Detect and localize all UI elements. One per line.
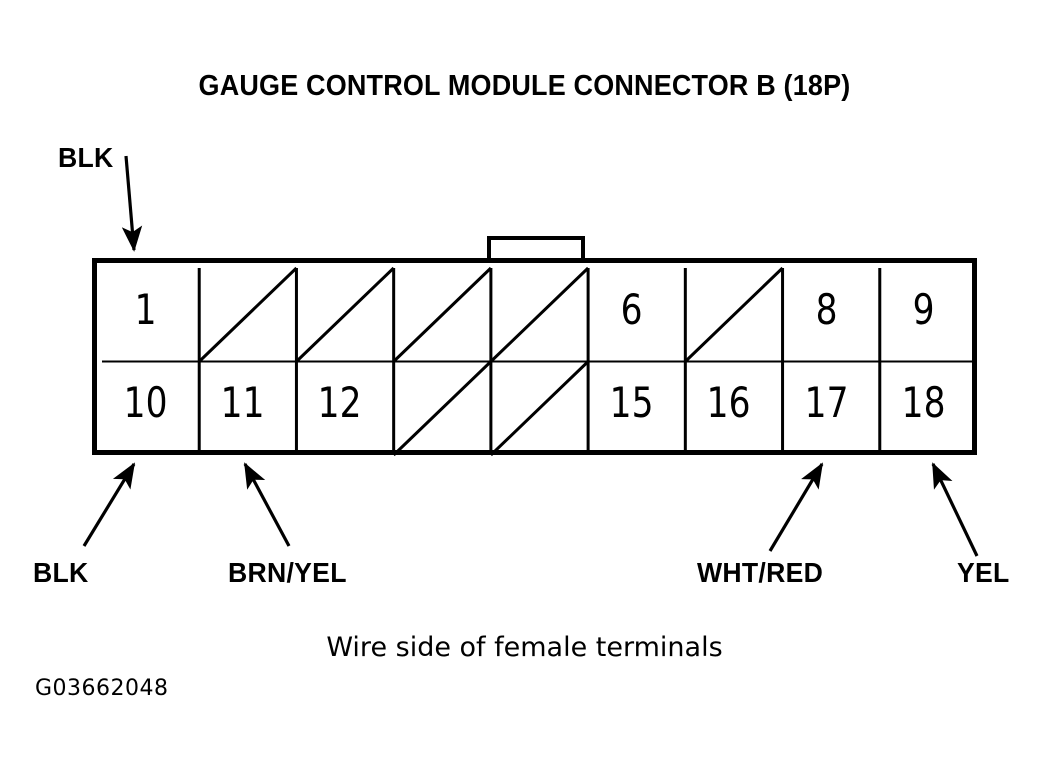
wire-label-bottom-blk: BLK: [33, 557, 89, 588]
connector-grid: [102, 266, 977, 457]
page-title: GAUGE CONTROL MODULE CONNECTOR B (18P): [198, 70, 851, 102]
leader-top-blk: [121, 155, 143, 252]
leader-bottom-blk: [82, 462, 136, 547]
leader-bottom-yel: [931, 462, 979, 557]
blank-cavity-slash: [684, 266, 784, 363]
blank-cavity-slash: [392, 360, 492, 457]
wire-label-bottom-brnyel: BRN/YEL: [228, 557, 347, 588]
blank-cavity-slash: [295, 266, 395, 363]
connector-housing: [92, 258, 977, 457]
leader-bottom-whtred: [768, 462, 824, 552]
diagram-caption: Wire side of female terminals: [326, 632, 723, 663]
wire-label-top-blk: BLK: [58, 142, 114, 173]
blank-cavity-slash: [489, 360, 590, 457]
blank-cavity-slash: [392, 266, 492, 363]
wire-label-bottom-whtred: WHT/RED: [697, 557, 824, 588]
wire-label-bottom-yel: YEL: [957, 557, 1010, 588]
blank-cavity-slash: [489, 266, 590, 363]
leader-bottom-brnyel: [243, 462, 291, 547]
connector-locking-tab: [487, 236, 585, 262]
figure-code: G03662048: [35, 676, 169, 701]
blank-cavity-slash: [198, 266, 298, 363]
